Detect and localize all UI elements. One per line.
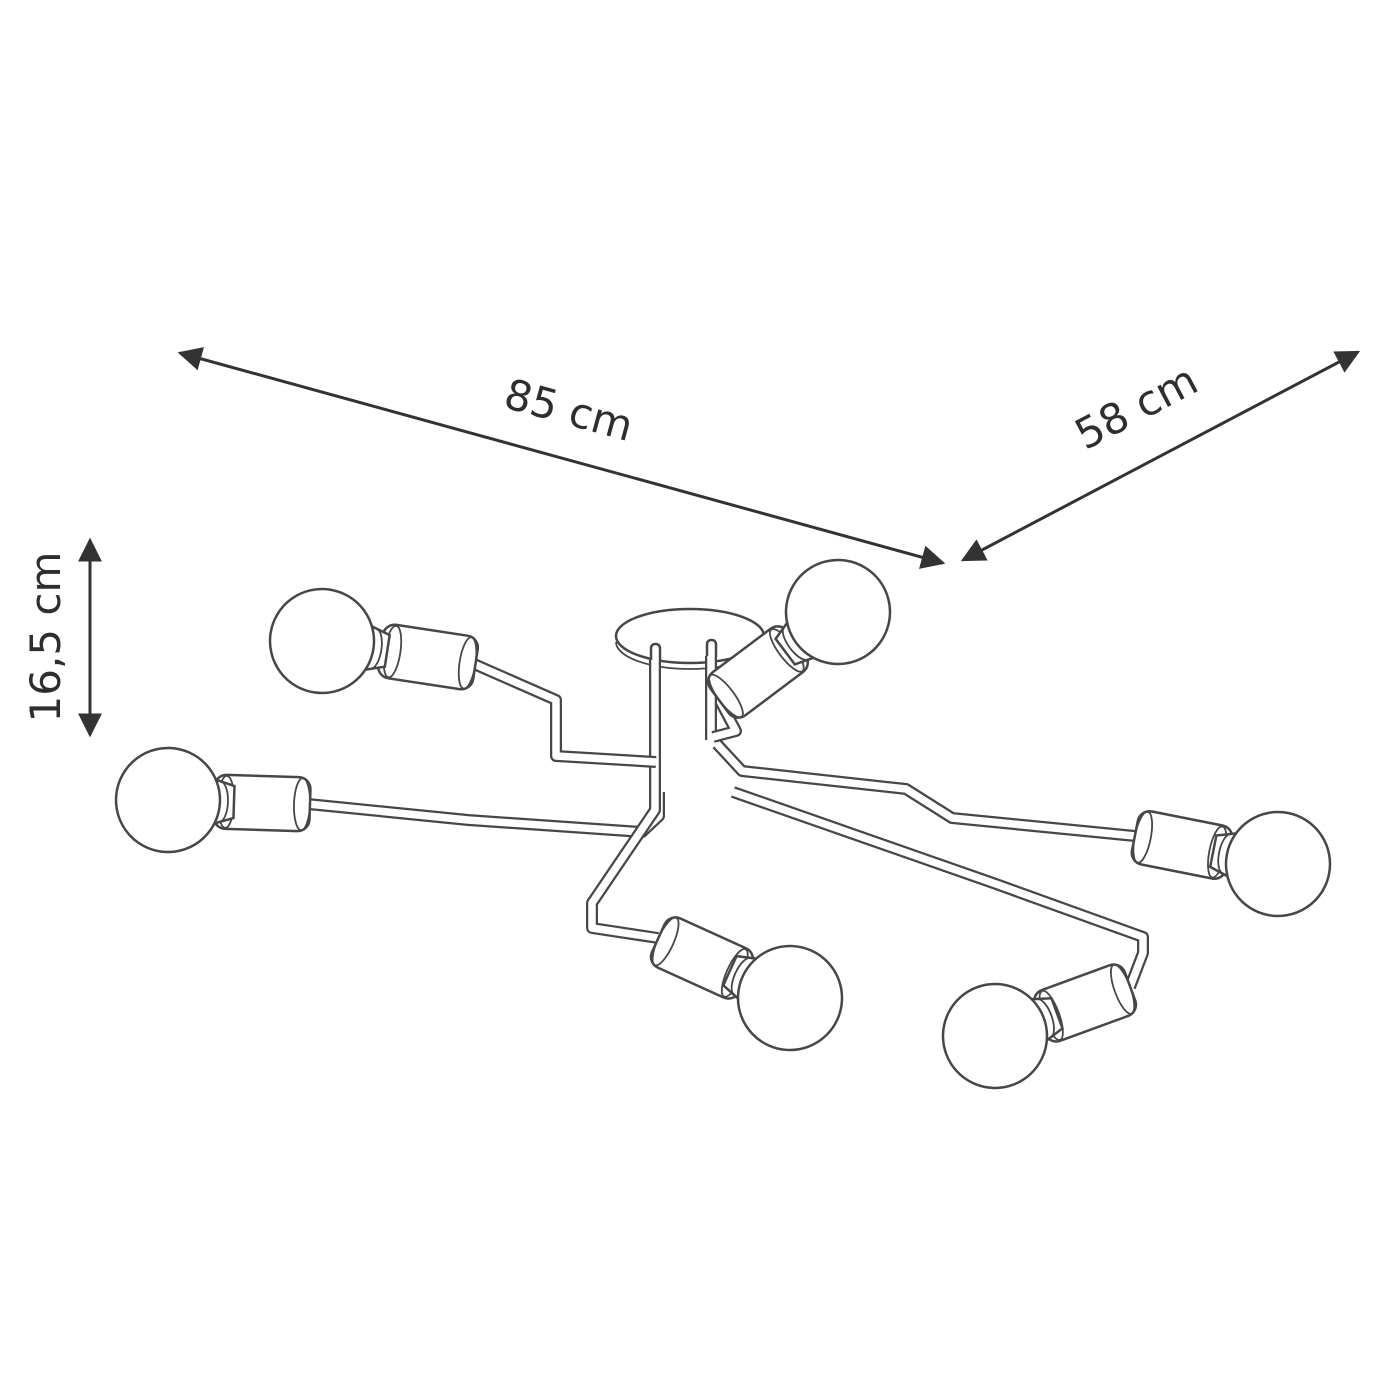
arm-bottom-center — [586, 792, 661, 944]
bulb-right — [1201, 798, 1341, 927]
lamp-bottom-center — [645, 912, 861, 1069]
depth-dimension-arrow — [960, 350, 1361, 562]
height-dimension-label: 16,5 cm — [21, 552, 70, 723]
width-dimension-arrow — [177, 347, 946, 569]
arm-upper-left — [471, 658, 657, 768]
width-dimension: 85 cm — [177, 347, 946, 569]
socket-upper-left — [375, 621, 481, 693]
bulb-upper-left — [261, 580, 397, 704]
arm-top-right — [711, 698, 742, 743]
arm-bottom-right — [731, 786, 1149, 990]
width-dimension-label: 85 cm — [499, 369, 638, 451]
depth-dimension: 58 cm — [960, 350, 1361, 562]
height-dimension: 16,5 cm — [21, 537, 102, 738]
ceiling-canopy — [614, 607, 766, 670]
lamp-right — [1128, 798, 1341, 927]
arm-right — [712, 739, 1136, 842]
arm-far-left — [307, 792, 665, 838]
bulb-far-left — [113, 745, 237, 856]
lamp-bottom-right — [927, 959, 1141, 1104]
lamp-far-left — [113, 745, 313, 856]
lamp-upper-left — [261, 580, 481, 704]
